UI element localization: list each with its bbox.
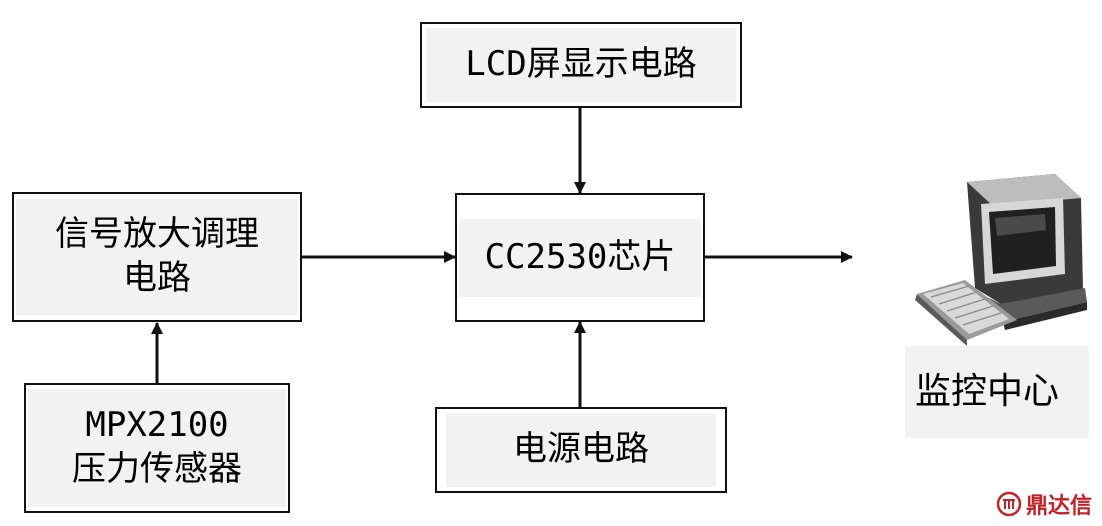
node-power-label: 电源电路 [513,429,649,470]
computer-icon [915,174,1087,346]
watermark: 鼎达信 [996,488,1092,520]
node-cc2530-chip: CC2530芯片 [455,193,705,322]
node-amp-label-line1: 信号放大调理 [55,214,259,255]
node-lcd-label: LCD屏显示电路 [465,44,697,85]
watermark-logo-icon [996,491,1022,517]
node-monitor-label: 监控中心 [915,370,1060,412]
node-sensor-label-line2: 压力传感器 [72,449,242,489]
node-monitoring-center: 监控中心 [905,346,1089,438]
node-pressure-sensor: MPX2100 压力传感器 [24,383,290,513]
watermark-text: 鼎达信 [1025,494,1092,519]
node-signal-amp-circuit: 信号放大调理 电路 [12,192,302,322]
node-power-circuit: 电源电路 [435,407,727,493]
node-chip-label: CC2530芯片 [484,236,676,277]
node-sensor-label-line1: MPX2100 [85,405,229,446]
node-lcd-display-circuit: LCD屏显示电路 [420,22,742,108]
node-amp-label-line2: 电路 [123,258,191,298]
